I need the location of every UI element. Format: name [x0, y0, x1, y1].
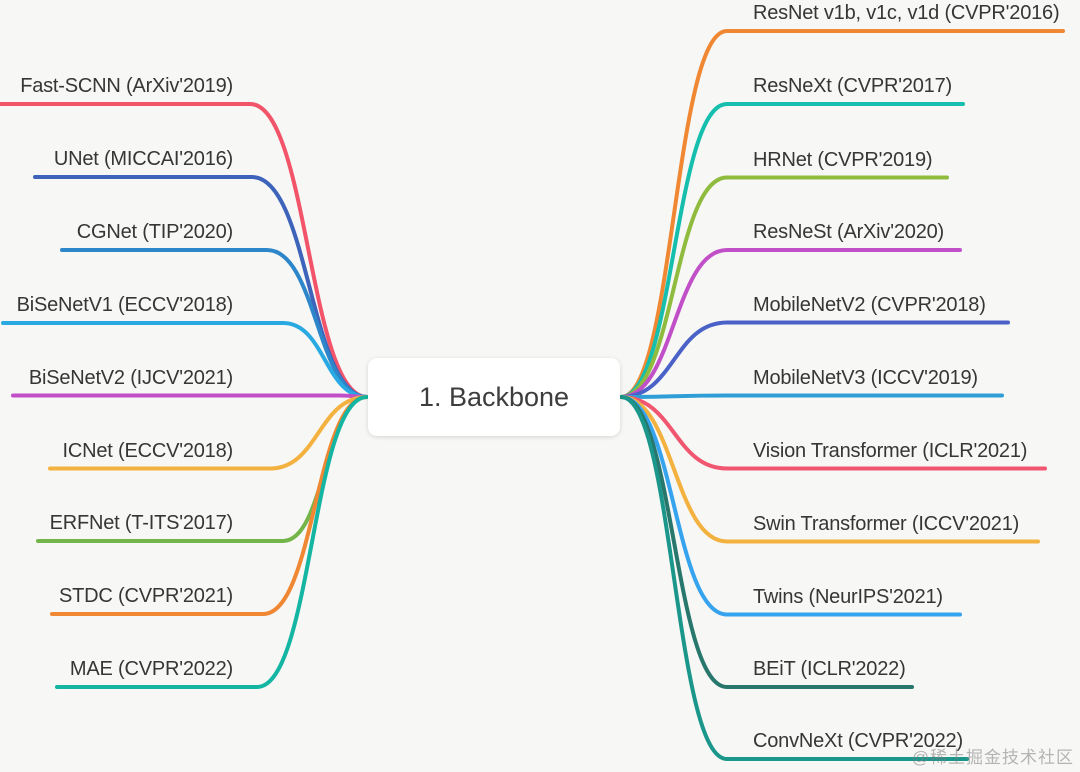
branch-label-twins[interactable]: Twins (NeurIPS'2021) [753, 585, 943, 608]
branch-line-mobilenetv3 [619, 393, 1004, 399]
branch-label-resnest[interactable]: ResNeSt (ArXiv'2020) [753, 221, 945, 243]
branch-line-bisenetv2 [11, 393, 369, 399]
branch-line-icnet [48, 395, 369, 471]
branch-label-mobilenetv3[interactable]: MobileNetV3 (ICCV'2019) [753, 366, 978, 389]
branch-label-swin-transformer[interactable]: Swin Transformer (ICCV'2021) [753, 512, 1020, 535]
watermark: @稀土掘金技术社区 [911, 748, 1074, 767]
branch-line-resnext [619, 102, 965, 399]
branch-line-fast-scnn [0, 102, 369, 399]
root-node-label: 1. Backbone [418, 381, 570, 412]
root-node-backbone[interactable]: 1. Backbone [368, 358, 620, 436]
branch-label-mobilenetv2[interactable]: MobileNetV2 (CVPR'2018) [753, 293, 986, 316]
branch-label-resnext[interactable]: ResNeXt (CVPR'2017) [753, 75, 952, 97]
branch-label-mae[interactable]: MAE (CVPR'2022) [69, 658, 233, 680]
branch-line-bisenetv1 [1, 321, 369, 399]
branch-label-vision-transformer[interactable]: Vision Transformer (ICLR'2021) [753, 439, 1028, 462]
branch-line-swin-transformer [619, 395, 1040, 544]
branch-label-convnext[interactable]: ConvNeXt (CVPR'2022) [753, 730, 963, 752]
branch-label-stdc[interactable]: STDC (CVPR'2021) [59, 585, 233, 607]
branch-label-bisenetv1[interactable]: BiSeNetV1 (ECCV'2018) [16, 294, 234, 316]
branch-label-hrnet[interactable]: HRNet (CVPR'2019) [753, 148, 933, 171]
branch-line-hrnet [619, 175, 949, 399]
branch-label-resnet[interactable]: ResNet v1b, v1c, v1d (CVPR'2016) [753, 2, 1060, 24]
branch-label-cgnet[interactable]: CGNet (TIP'2020) [76, 221, 233, 243]
branch-line-mobilenetv2 [619, 320, 1010, 399]
branch-label-bisenetv2[interactable]: BiSeNetV2 (IJCV'2021) [28, 366, 233, 389]
branch-label-fast-scnn[interactable]: Fast-SCNN (ArXiv'2019) [20, 75, 233, 97]
branch-line-convnext [619, 395, 969, 761]
branch-label-erfnet[interactable]: ERFNet (T-ITS'2017) [49, 512, 234, 534]
branch-line-resnest [619, 248, 962, 399]
branch-line-vision-transformer [619, 395, 1047, 471]
branch-line-mae [55, 395, 369, 689]
branch-label-unet[interactable]: UNet (MICCAI'2016) [53, 148, 233, 170]
branch-label-beit[interactable]: BEiT (ICLR'2022) [753, 658, 906, 680]
branch-label-icnet[interactable]: ICNet (ECCV'2018) [62, 439, 234, 462]
